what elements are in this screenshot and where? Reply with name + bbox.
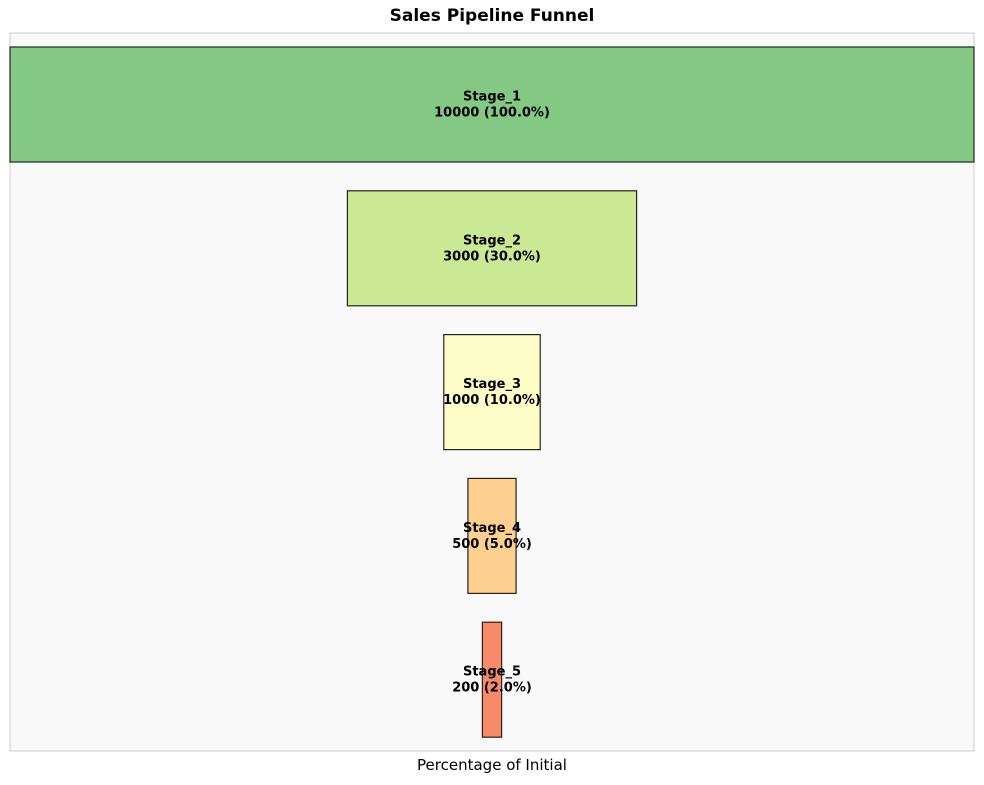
stage-label-4: Stage_4: [463, 521, 521, 536]
value-label-2: 3000 (30.0%): [443, 249, 541, 264]
stage-label-3: Stage_3: [463, 377, 521, 392]
funnel-bar-1: [9, 46, 975, 163]
funnel-bar-4: [467, 477, 517, 594]
value-label-3: 1000 (10.0%): [443, 393, 541, 408]
x-axis-label: Percentage of Initial: [417, 756, 567, 774]
funnel-bar-5: [481, 621, 503, 738]
stage-label-2: Stage_2: [463, 233, 521, 248]
value-label-5: 200 (2.0%): [452, 681, 532, 696]
value-label-4: 500 (5.0%): [452, 537, 532, 552]
funnel-bar-3: [443, 334, 541, 451]
stage-label-1: Stage_1: [463, 90, 521, 105]
funnel-bar-2: [346, 190, 638, 307]
stage-label-5: Stage_5: [463, 665, 521, 680]
value-label-1: 10000 (100.0%): [434, 106, 550, 121]
chart-title: Sales Pipeline Funnel: [389, 6, 595, 26]
